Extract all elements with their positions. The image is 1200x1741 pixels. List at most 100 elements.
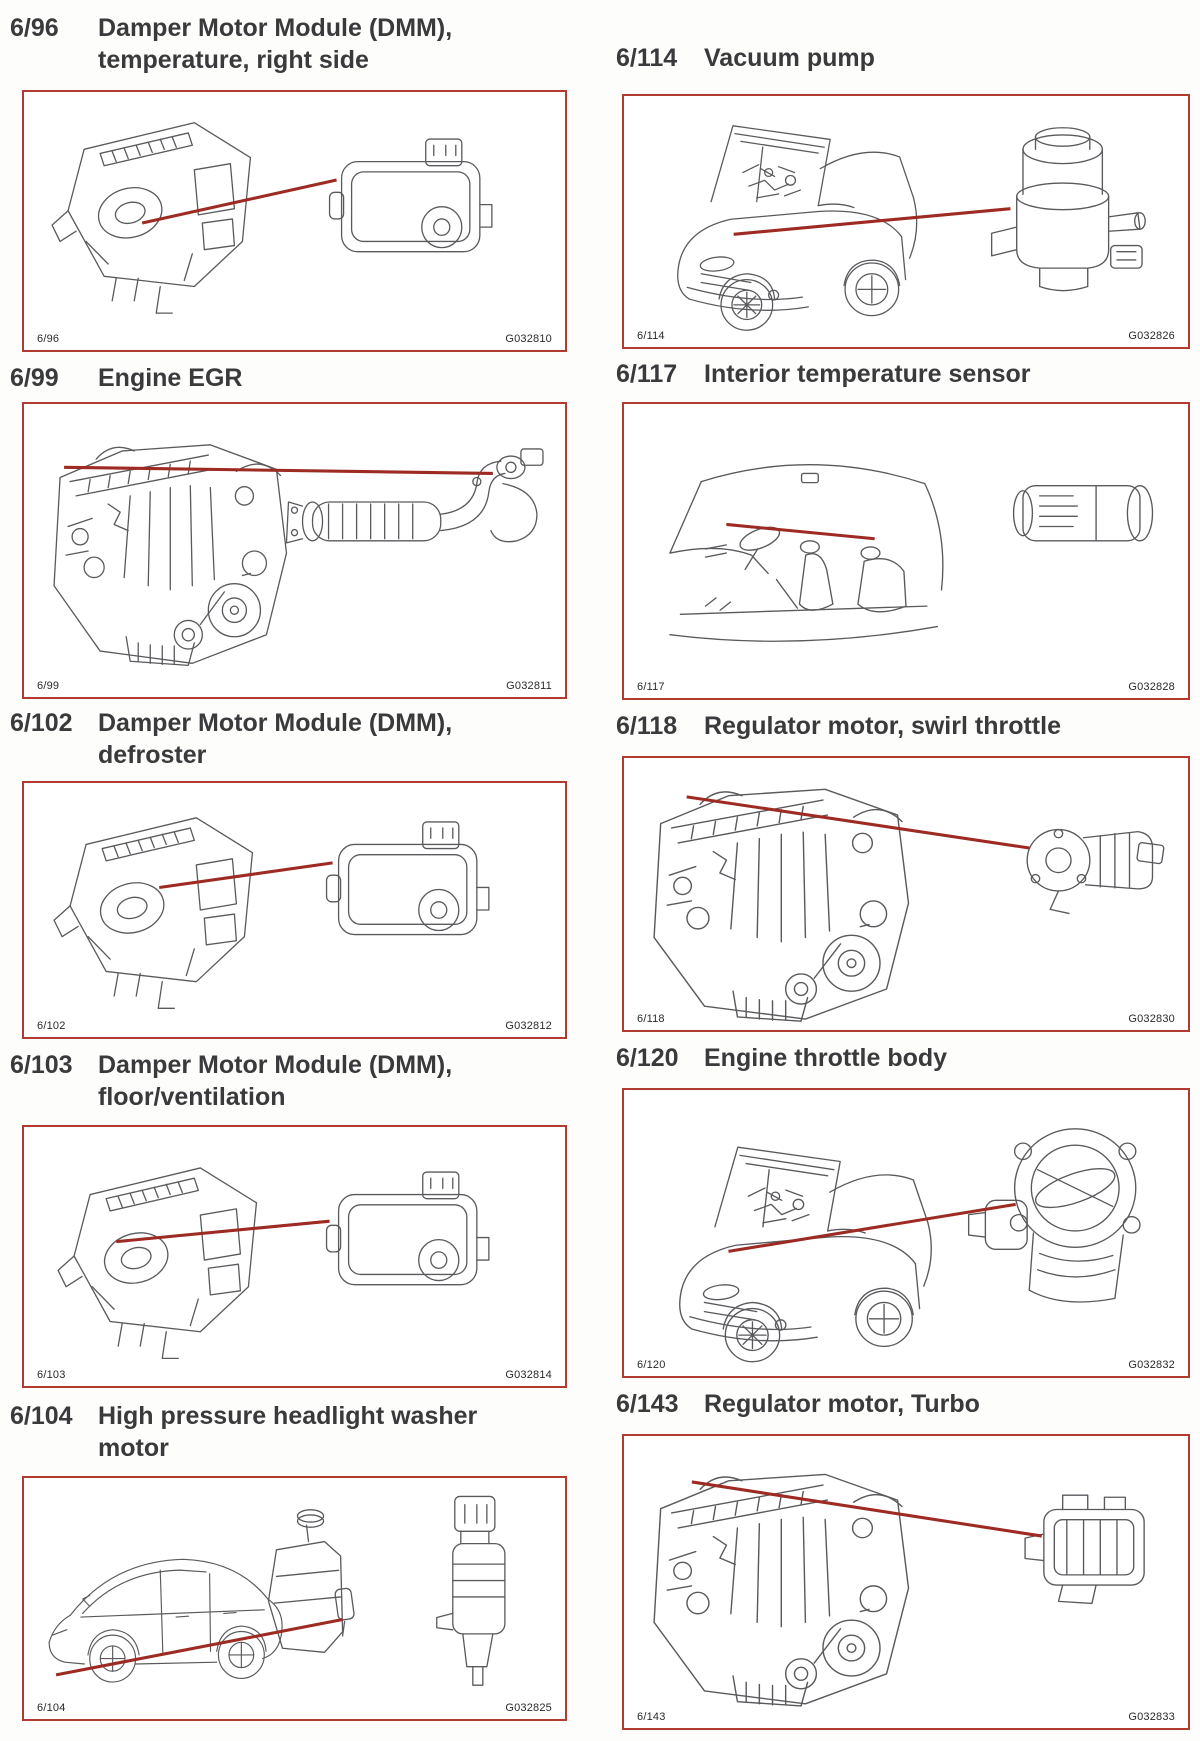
figure-heading: 6/118 Regulator motor, swirl throttle (616, 710, 1188, 742)
frame-number-label: 6/117 (637, 681, 665, 693)
figure-heading: 6/99 Engine EGR (10, 362, 568, 394)
leader-line (116, 1219, 330, 1244)
left-column: 6/96 Damper Motor Module (DMM), temperatu… (10, 0, 568, 1730)
temperature-sensor-drawing (1012, 485, 1154, 542)
leader-line (55, 1618, 343, 1677)
graphic-code-label: G032830 (1128, 1013, 1175, 1025)
car-side-reservoir-and-washer-pump (48, 1495, 506, 1686)
graphic-code-label: G032812 (505, 1020, 552, 1032)
graphic-code-label: G032810 (505, 333, 552, 345)
regulator-motor-drawing (1026, 828, 1165, 915)
figure-title: Engine throttle body (704, 1042, 947, 1074)
frame-number-label: 6/96 (37, 333, 60, 345)
figure-number: 6/103 (10, 1051, 73, 1079)
graphic-code-label: G032811 (506, 680, 552, 692)
leader-line (686, 795, 1030, 850)
title-line: Engine throttle body (704, 1044, 948, 1072)
title-line: Regulator motor, Turbo (704, 1390, 980, 1418)
figure-heading: 6/96 Damper Motor Module (DMM), temperatu… (10, 12, 568, 76)
hvac-unit-and-damper-motor-module (57, 1167, 490, 1360)
car-interior-and-temperature-sensor (669, 464, 1154, 642)
graphic-code-label: G032833 (1128, 1711, 1175, 1723)
figure-heading: 6/103 Damper Motor Module (DMM), floor/ve… (10, 1049, 568, 1113)
figure-heading: 6/102 Damper Motor Module (DMM), defroste… (10, 707, 568, 771)
turbo-regulator-drawing (1024, 1494, 1145, 1605)
title-line: Vacuum pump (704, 44, 875, 72)
frame-number-label: 6/120 (637, 1359, 666, 1371)
vacuum-pump-drawing (990, 127, 1146, 292)
frame-number-label: 6/104 (37, 1702, 66, 1714)
frame-number-label: 6/99 (37, 680, 60, 692)
title-line: floor/ventilation (98, 1083, 286, 1111)
engine-and-egr-cooler (53, 444, 544, 667)
figure-frame-6-104: 6/104 G032825 (22, 1476, 567, 1721)
engine-and-turbo-regulator-motor (653, 1473, 1145, 1707)
figure-title: Regulator motor, swirl throttle (704, 710, 1061, 742)
figure-number: 6/96 (10, 14, 59, 42)
car-open-hood-and-vacuum-pump (677, 125, 1146, 331)
graphic-code-label: G032832 (1128, 1359, 1175, 1371)
title-line: Engine EGR (98, 364, 243, 392)
figure-number: 6/102 (10, 709, 73, 737)
figure-frame-6-118: 6/118 G032830 (622, 756, 1190, 1032)
figure-number: 6/104 (10, 1402, 73, 1430)
leader-line (691, 1480, 1043, 1538)
leader-line (159, 861, 333, 889)
frame-number-label: 6/103 (37, 1369, 66, 1381)
figure-frame-6-143: 6/143 G032833 (622, 1434, 1190, 1730)
figure-title: High pressure headlight washer motor (98, 1400, 477, 1464)
figure-frame-6-96: 6/96 G032810 (22, 90, 567, 352)
figure-title: Regulator motor, Turbo (704, 1388, 980, 1420)
figure-frame-6-114: 6/114 G032826 (622, 94, 1190, 349)
graphic-code-label: G032814 (505, 1369, 552, 1381)
figure-frame-6-103: 6/103 G032814 (22, 1125, 567, 1388)
figure-number: 6/118 (616, 712, 678, 740)
egr-cooler-drawing (285, 448, 544, 544)
title-line: Damper Motor Module (DMM), (98, 1051, 453, 1079)
figure-number: 6/114 (616, 44, 678, 72)
leader-line (64, 465, 493, 475)
title-line: temperature, right side (98, 46, 369, 74)
title-line: Regulator motor, swirl throttle (704, 712, 1061, 740)
title-line: Damper Motor Module (DMM), (98, 709, 453, 737)
frame-number-label: 6/118 (637, 1013, 665, 1025)
graphic-code-label: G032826 (1128, 330, 1175, 342)
figure-title: Damper Motor Module (DMM), defroster (98, 707, 452, 771)
figure-title: Damper Motor Module (DMM), temperature, r… (98, 12, 452, 76)
title-line: motor (98, 1434, 169, 1462)
figure-number: 6/120 (616, 1044, 679, 1072)
figure-heading: 6/104 High pressure headlight washer moto… (10, 1400, 568, 1464)
hvac-unit-and-damper-motor-module (53, 817, 490, 1009)
graphic-code-label: G032825 (505, 1702, 552, 1714)
hvac-unit-and-damper-motor-module (51, 122, 493, 314)
graphic-code-label: G032828 (1128, 681, 1175, 693)
figure-heading: 6/120 Engine throttle body (616, 1042, 1188, 1074)
figure-title: Engine EGR (98, 362, 242, 394)
title-line: High pressure headlight washer (98, 1402, 478, 1430)
figure-title: Interior temperature sensor (704, 358, 1031, 390)
figure-heading: 6/117 Interior temperature sensor (616, 358, 1188, 390)
engine-and-regulator-motor (653, 788, 1165, 1022)
leader-line (141, 178, 337, 225)
car-open-hood-and-throttle-body (679, 1128, 1141, 1363)
title-line: Damper Motor Module (DMM), (98, 14, 453, 42)
figure-heading: 6/143 Regulator motor, Turbo (616, 1388, 1188, 1420)
title-line: defroster (98, 741, 207, 769)
figure-title: Vacuum pump (704, 42, 875, 74)
figure-title: Damper Motor Module (DMM), floor/ventilat… (98, 1049, 452, 1113)
figure-number: 6/117 (616, 360, 678, 388)
leader-line (733, 207, 1011, 236)
leader-line (728, 1202, 1016, 1253)
figure-number: 6/99 (10, 364, 59, 392)
frame-number-label: 6/102 (37, 1020, 66, 1032)
frame-number-label: 6/114 (637, 330, 665, 342)
reservoir-and-pump-drawing (267, 1495, 506, 1686)
title-line: Interior temperature sensor (704, 360, 1031, 388)
figure-frame-6-99: 6/99 G032811 (22, 402, 567, 699)
leader-line (726, 522, 875, 541)
throttle-body-drawing (967, 1128, 1141, 1303)
figure-number: 6/143 (616, 1390, 679, 1418)
figure-frame-6-120: 6/120 G032832 (622, 1088, 1190, 1378)
frame-number-label: 6/143 (637, 1711, 666, 1723)
